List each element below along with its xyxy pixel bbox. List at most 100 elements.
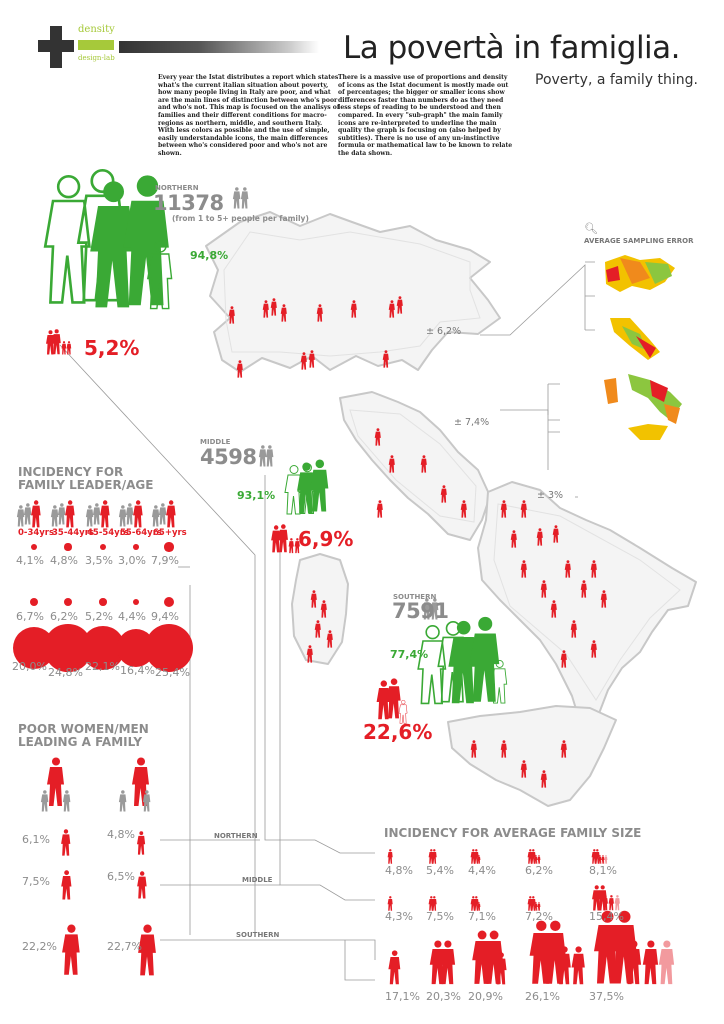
family-member-icon [658,940,675,985]
age-value: 3,5% [85,554,113,567]
age-label: 45-54yrs [87,528,129,538]
not-poor-family-northern-icon [90,181,135,308]
age-value: 6,2% [50,610,78,623]
poor-marker-icon [440,485,447,503]
family-leader-icon [133,500,143,528]
poor-marker-icon [600,590,607,608]
women-value: 6,1% [22,833,50,846]
family-size-value: 4,8% [385,864,413,877]
family-member-icon [614,895,620,911]
poor-marker-icon [560,650,567,668]
child-icon [398,700,408,724]
logo-text-bottom: design-lab [78,54,115,62]
family-icon [57,503,66,525]
poor-marker-icon [420,455,427,473]
family-size-value: 15,4% [589,910,624,923]
poor-marker-icon [500,500,507,518]
woman-icon [62,924,80,975]
family-size-value: 7,2% [525,910,553,923]
mini-map-southern [604,374,682,440]
man-icon [137,871,147,899]
family-member-icon [537,855,541,864]
family-member-icon [557,946,571,985]
poor-marker-icon [510,530,517,548]
poor-family-northern-icon [46,330,55,355]
mini-map-northern [605,255,675,292]
poor-marker-icon [388,300,395,318]
gender-title-1: POOR WOMEN/MEN [18,722,149,736]
poor-marker-icon [350,300,357,318]
map-sardinia [291,553,349,665]
family-icon [125,503,134,525]
poor-marker-icon [540,770,547,788]
family-member-icon [439,940,455,985]
plus-icon [38,26,74,68]
age-title-1: INCIDENCY FOR [18,465,124,479]
family-icon [62,790,71,812]
men-value: 4,8% [107,828,135,841]
family-icon [422,598,431,620]
poor-family-northern-icon [52,329,62,354]
age-value: 7,9% [151,554,179,567]
age-label: 0-34yrs [18,528,55,538]
family-leader-icon [100,500,110,528]
family-member-icon [601,855,605,864]
connector-middle: MIDDLE [242,876,273,884]
family-icon [142,790,151,812]
family-size-value: 37,5% [589,990,624,1003]
age-value: 6,7% [16,610,44,623]
family-member-icon [387,896,393,911]
incidence-circle [63,597,73,607]
mini-map-middle [610,318,660,360]
family-leader-icon [65,500,75,528]
family-icon [92,503,101,525]
incidence-circle [145,624,193,672]
northern-poor: 5,2% [84,336,140,360]
poor-family-middle-icon [271,525,281,553]
poor-marker-icon [520,500,527,518]
poor-marker-icon [382,350,389,368]
family-member-icon [537,902,541,911]
age-title-2: FAMILY LEADER/AGE [18,478,154,492]
poor-marker-icon [560,740,567,758]
poor-marker-icon [570,620,577,638]
poor-marker-icon [550,600,557,618]
incidence-circle [164,542,174,552]
family-icon [232,187,241,209]
family-size-value: 17,1% [385,990,420,1003]
not-poor-family-middle-icon [310,459,329,512]
incidence-circle [133,544,139,550]
men-value: 22,7% [107,940,142,953]
poor-family-northern-icon [66,341,72,355]
southern-poor: 22,6% [363,720,433,744]
northern-not-poor: 94,8% [190,249,229,262]
family-member-icon [476,902,481,911]
family-size-title: INCIDENCY FOR AVERAGE FAMILY SIZE [384,826,642,840]
family-size-value: 4,3% [385,910,413,923]
incidence-circle [163,596,175,608]
family-member-icon [387,849,393,864]
age-value: 24,8% [48,666,83,679]
woman-icon [61,829,71,857]
poor-marker-icon [580,580,587,598]
poor-marker-icon [590,640,597,658]
poor-marker-icon [236,360,243,378]
family-icon [258,445,267,467]
family-icon [50,505,59,527]
gender-title-2: LEADING A FAMILY [18,735,143,749]
woman-icon [61,870,72,900]
family-member-icon [608,895,615,911]
age-value: 4,4% [118,610,146,623]
sampling-error-title: AVERAGE SAMPLING ERROR [584,237,694,245]
age-label: 65+yrs [153,528,187,538]
family-icon [118,505,127,527]
southern-label: SOUTHERN [393,593,437,601]
not-poor-family-southern-icon [417,625,447,705]
not-poor-family-middle-icon [297,462,315,513]
family-member-icon [495,952,507,985]
poor-family-middle-icon [278,523,288,552]
connector-northern: NORTHERN [214,832,258,840]
poor-marker-icon [280,304,287,322]
man-icon [138,924,156,976]
middle-label: MIDDLE [200,438,231,446]
